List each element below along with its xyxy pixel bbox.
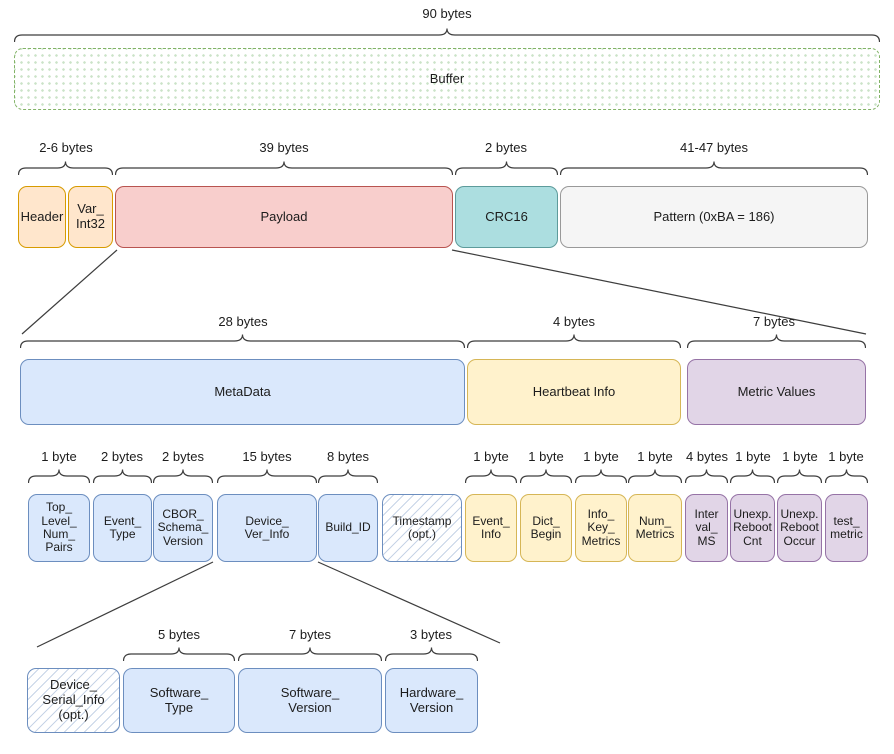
box-cbor-schema-version: CBOR_ Schema_ Version bbox=[153, 494, 213, 562]
size-label-unexp-reboot-occur: 1 byte bbox=[782, 449, 818, 464]
brace-cbor-schema-version bbox=[153, 469, 213, 483]
brace-info-key-metrics bbox=[575, 469, 627, 483]
size-label-header-varint: 2-6 bytes bbox=[39, 140, 93, 155]
size-label-device-ver-info: 15 bytes bbox=[242, 449, 292, 464]
brace-test-metric bbox=[825, 469, 868, 483]
box-interval-ms: Inter val_ MS bbox=[685, 494, 728, 562]
brace-dict-begin bbox=[520, 469, 572, 483]
box-hardware-version: Hardware_ Version bbox=[385, 668, 478, 733]
brace-buffer bbox=[14, 28, 880, 42]
box-dict-begin: Dict_ Begin bbox=[520, 494, 572, 562]
size-label-crc16: 2 bytes bbox=[485, 140, 527, 155]
brace-payload bbox=[115, 161, 453, 175]
box-num-metrics: Num_ Metrics bbox=[628, 494, 682, 562]
size-label-top-level-num-pairs: 1 byte bbox=[41, 449, 77, 464]
connector-payload-left bbox=[21, 249, 118, 335]
size-label-unexp-reboot-cnt: 1 byte bbox=[735, 449, 771, 464]
size-label-software-type: 5 bytes bbox=[158, 627, 200, 642]
brace-software-version bbox=[238, 647, 382, 661]
size-label-info-key-metrics: 1 byte bbox=[583, 449, 619, 464]
brace-build-id bbox=[318, 469, 378, 483]
size-label-test-metric: 1 byte bbox=[828, 449, 864, 464]
size-label-hardware-version: 3 bytes bbox=[410, 627, 452, 642]
brace-top-level-num-pairs bbox=[28, 469, 90, 483]
brace-unexp-reboot-occur bbox=[777, 469, 822, 483]
size-label-dict-begin: 1 byte bbox=[528, 449, 564, 464]
box-software-version: Software_ Version bbox=[238, 668, 382, 733]
box-build-id: Build_ID bbox=[318, 494, 378, 562]
box-unexp-reboot-occur: Unexp. Reboot Occur bbox=[777, 494, 822, 562]
box-top-level-num-pairs: Top_ Level_ Num_ Pairs bbox=[28, 494, 90, 562]
box-timestamp: Timestamp (opt.) bbox=[382, 494, 462, 562]
brace-metadata bbox=[20, 334, 465, 348]
size-label-pattern: 41-47 bytes bbox=[680, 140, 748, 155]
brace-header-varint bbox=[18, 161, 113, 175]
brace-pattern bbox=[560, 161, 868, 175]
brace-heartbeat bbox=[467, 334, 681, 348]
size-label-software-version: 7 bytes bbox=[289, 627, 331, 642]
size-label-heartbeat: 4 bytes bbox=[553, 314, 595, 329]
size-label-interval-ms: 4 bytes bbox=[686, 449, 728, 464]
brace-num-metrics bbox=[628, 469, 682, 483]
brace-unexp-reboot-cnt bbox=[730, 469, 775, 483]
box-test-metric: test_ metric bbox=[825, 494, 868, 562]
brace-crc16 bbox=[455, 161, 558, 175]
brace-interval-ms bbox=[685, 469, 728, 483]
size-label-event-type: 2 bytes bbox=[101, 449, 143, 464]
box-info-key-metrics: Info_ Key_ Metrics bbox=[575, 494, 627, 562]
brace-device-ver-info bbox=[217, 469, 317, 483]
brace-hardware-version bbox=[385, 647, 478, 661]
brace-event-info bbox=[465, 469, 517, 483]
size-label-metric-values: 7 bytes bbox=[753, 314, 795, 329]
box-event-info: Event_ Info bbox=[465, 494, 517, 562]
box-heartbeat-info: Heartbeat Info bbox=[467, 359, 681, 425]
box-buffer: Buffer bbox=[14, 48, 880, 110]
box-payload: Payload bbox=[115, 186, 453, 248]
box-metric-values: Metric Values bbox=[687, 359, 866, 425]
box-pattern: Pattern (0xBA = 186) bbox=[560, 186, 868, 248]
box-device-ver-info: Device_ Ver_Info bbox=[217, 494, 317, 562]
box-device-serial-info: Device_ Serial_Info (opt.) bbox=[27, 668, 120, 733]
box-crc16: CRC16 bbox=[455, 186, 558, 248]
size-label-buffer: 90 bytes bbox=[422, 6, 472, 21]
box-software-type: Software_ Type bbox=[123, 668, 235, 733]
box-metadata: MetaData bbox=[20, 359, 465, 425]
brace-software-type bbox=[123, 647, 235, 661]
size-label-metadata: 28 bytes bbox=[218, 314, 268, 329]
brace-metric-values bbox=[687, 334, 866, 348]
size-label-build-id: 8 bytes bbox=[327, 449, 369, 464]
size-label-event-info: 1 byte bbox=[473, 449, 509, 464]
box-unexp-reboot-cnt: Unexp. Reboot Cnt bbox=[730, 494, 775, 562]
size-label-num-metrics: 1 byte bbox=[637, 449, 673, 464]
size-label-cbor-schema-version: 2 bytes bbox=[162, 449, 204, 464]
box-header: Header bbox=[18, 186, 66, 248]
brace-event-type bbox=[93, 469, 152, 483]
size-label-payload: 39 bytes bbox=[259, 140, 309, 155]
box-event-type: Event_ Type bbox=[93, 494, 152, 562]
box-varint32: Var_ Int32 bbox=[68, 186, 113, 248]
